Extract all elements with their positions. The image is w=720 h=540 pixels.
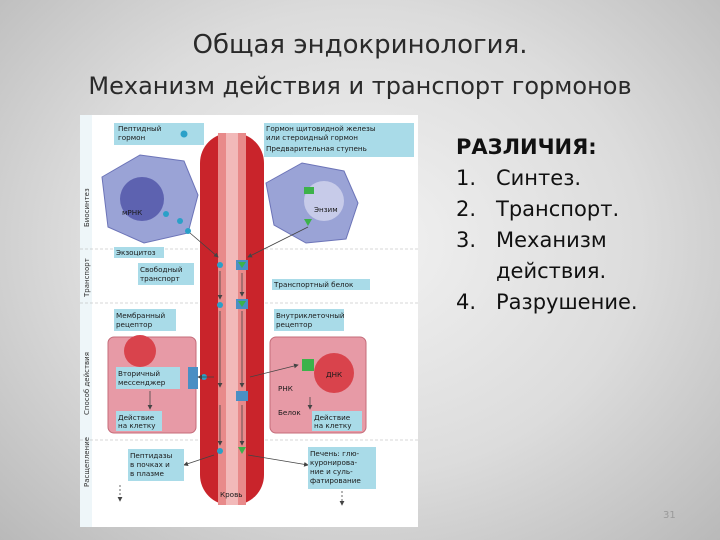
liver-label-4: фатирование (310, 476, 361, 485)
liver-label-1: Печень: глю- (310, 449, 360, 458)
steroid-hormone-icon (238, 447, 246, 454)
label-box (114, 123, 204, 145)
difference-item: 4. Разрушение. (456, 287, 706, 318)
hormone-dot (177, 218, 183, 224)
thyroid-label-2: или стероидный гормон (266, 133, 358, 142)
side-label-mechanism: Способ действия (83, 352, 91, 415)
thyroid-label-3: Предварительная ступень (266, 144, 367, 153)
difference-number: 2. (456, 197, 477, 221)
blood-label: Кровь (220, 490, 243, 499)
difference-text: Синтез. (496, 166, 582, 190)
hormone-dot (217, 448, 223, 454)
free-transport-label-1: Свободный (140, 265, 183, 274)
action-right-label-2: на клетку (314, 421, 352, 430)
action-left-label-1: Действие (118, 413, 155, 422)
difference-number: 4. (456, 290, 477, 314)
difference-item: 1. Синтез. (456, 163, 706, 194)
second-messenger-label-1: Вторичный (118, 369, 160, 378)
difference-item: 3. Механизм действия. (456, 225, 706, 287)
differences-list: РАЗЛИЧИЯ: 1. Синтез. 2. Транспорт. 3. Ме… (456, 132, 706, 318)
rna-label: РНК (278, 384, 293, 393)
difference-text-line: действия. (496, 259, 607, 283)
action-left-label-2: на клетку (118, 421, 156, 430)
side-strip (80, 115, 92, 527)
liver-label-3: ние и суль- (310, 467, 353, 476)
difference-number: 1. (456, 166, 477, 190)
second-messenger-label-2: мессенджер (118, 378, 166, 387)
right-target-cell (269, 336, 367, 434)
page-number: 31 (663, 510, 676, 521)
differences-heading: РАЗЛИЧИЯ: (456, 135, 597, 159)
peptide-hormone-icon (180, 130, 188, 138)
hormone-dot (217, 302, 223, 308)
transport-protein-icon (236, 391, 248, 401)
peptide-hormone-label: Пептидный (118, 124, 162, 133)
membrane-receptor-icon (188, 367, 198, 389)
side-label-degradation: Расщепление (83, 437, 91, 487)
transport-protein-label: Транспортный белок (273, 280, 354, 289)
peptidases-label-2: в почках и (130, 460, 170, 469)
slide-title: Общая эндокринология. (192, 30, 528, 60)
hormone-dot (163, 211, 169, 217)
peptidases-label-3: в плазме (130, 469, 164, 478)
hormone-dot (217, 262, 223, 268)
steroid-cell (265, 162, 359, 244)
action-right-label-1: Действие (314, 413, 351, 422)
side-label-transport: Транспорт (83, 258, 91, 298)
intracellular-receptor-icon (302, 359, 314, 371)
peptide-cell (101, 154, 199, 244)
enzyme-label: Энзим (314, 205, 338, 214)
difference-text: Механизм действия. (496, 225, 607, 287)
exocytosis-label: Экзоцитоз (116, 248, 156, 257)
hormone-dot (185, 228, 191, 234)
mrna-label: мРНК (122, 208, 142, 217)
difference-item: 2. Транспорт. (456, 194, 706, 225)
hormone-mechanism-diagram: Биосинтез Транспорт Способ действия Расщ… (80, 115, 418, 527)
difference-text: Разрушение. (496, 290, 638, 314)
peptide-hormone-label-2: гормон (118, 133, 146, 142)
blood-vessel (200, 133, 264, 505)
protein-label: Белок (278, 408, 301, 417)
difference-text-line: Механизм (496, 228, 607, 252)
free-transport-label-2: транспорт (140, 274, 180, 283)
slide-subtitle: Механизм действия и транспорт гормонов (88, 72, 632, 100)
difference-number: 3. (456, 228, 477, 252)
precursor-icon (304, 187, 314, 194)
side-label-biosynthesis: Биосинтез (83, 188, 91, 227)
label-box (264, 123, 414, 157)
difference-text: Транспорт. (496, 197, 620, 221)
steroid-hormone-icon (304, 219, 312, 226)
peptidases-label-1: Пептидазы (130, 451, 173, 460)
thyroid-label-1: Гормон щитовидной железы (266, 124, 376, 133)
dna-label: ДНК (326, 370, 342, 379)
liver-label-2: куронирова- (310, 458, 358, 467)
membrane-receptor-label-1: Мембранный (116, 311, 166, 320)
intracellular-receptor-label-1: Внутриклеточный (276, 311, 345, 320)
membrane-receptor-label-2: рецептор (116, 320, 153, 329)
intracellular-receptor-label-2: рецептор (276, 320, 313, 329)
